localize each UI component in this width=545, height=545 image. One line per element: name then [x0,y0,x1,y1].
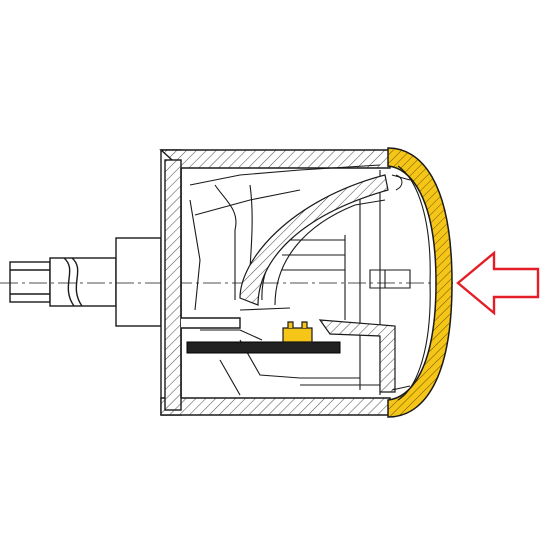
internal-mechanism [189,164,411,396]
clip-icon [282,321,313,343]
shaft-end [9,261,51,303]
shaft-body [49,257,117,307]
end-cap-icon [387,147,453,418]
inner-rib [239,174,389,306]
lower-bracket [318,319,396,393]
arrow-left-icon [456,250,540,316]
shaft-break [63,257,83,307]
shaft-group [9,237,162,327]
shaft-collar [115,237,162,327]
dark-plate [186,341,341,354]
